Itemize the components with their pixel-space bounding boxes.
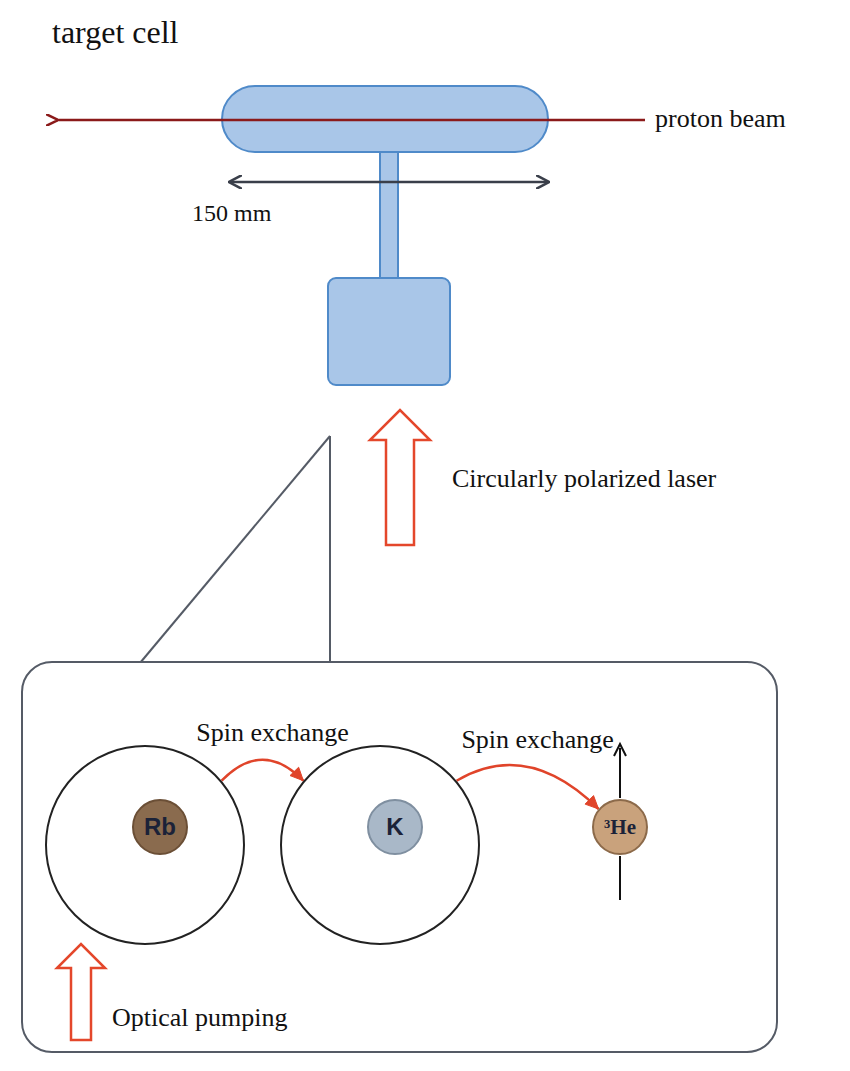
spin-exchange-arrow (457, 765, 599, 809)
edge-label: Spin exchange (461, 725, 613, 755)
text-label: 150 mm (192, 200, 271, 228)
connector-curve (222, 760, 304, 781)
text-label: target cell (52, 14, 178, 51)
cell-stem (380, 150, 398, 280)
node-shape (280, 745, 480, 945)
element-symbol: K (386, 813, 403, 841)
pumping-arrow (57, 944, 105, 1040)
zoom-panel (22, 662, 777, 1052)
dimension-arrow (230, 181, 548, 184)
text-label: Optical pumping (112, 1003, 287, 1033)
node-shape (45, 745, 245, 945)
spin-arrow (619, 856, 621, 900)
spin-exchange-arrow (222, 760, 304, 781)
edge-label: Spin exchange (196, 718, 348, 748)
text-label: proton beam (655, 104, 786, 134)
orbit-circle (281, 746, 479, 944)
zoom-line (140, 436, 330, 663)
arrowhead (585, 796, 598, 809)
nucleus-circle (133, 800, 187, 854)
pumping-chamber (328, 278, 450, 385)
nucleus-circle: ³He (592, 799, 648, 855)
spin-arrow (619, 748, 621, 798)
element-symbol: ³He (604, 815, 636, 840)
spin-arrowhead (614, 744, 626, 756)
proton-beam (56, 119, 645, 122)
atom-orbit: Rb (45, 745, 245, 945)
zoom-line (329, 436, 331, 663)
atom-orbit: K (280, 745, 480, 945)
element-symbol: Rb (144, 813, 176, 841)
laser-arrow (370, 410, 430, 545)
text-label: Circularly polarized laser (452, 464, 716, 494)
nucleus-circle (593, 800, 647, 854)
orbit-circle (46, 746, 244, 944)
nucleus-circle (368, 800, 422, 854)
connector-curve (457, 765, 599, 809)
arrowhead (290, 767, 303, 780)
